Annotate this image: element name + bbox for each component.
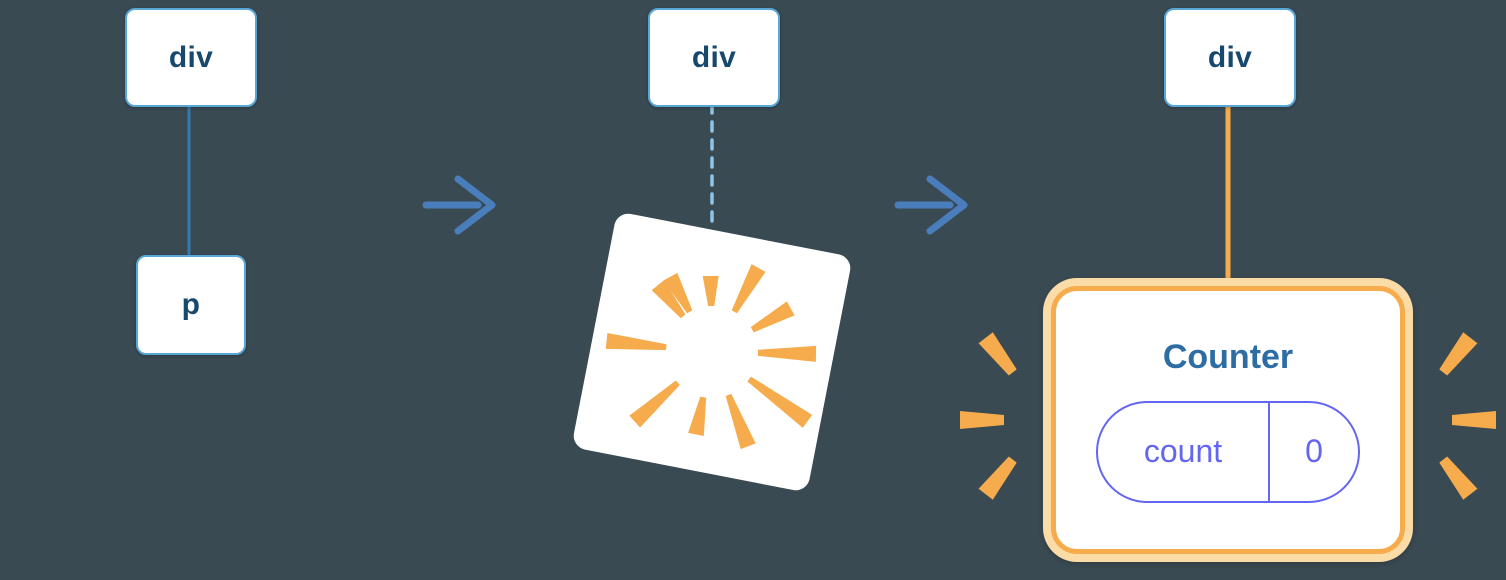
node-label: div [691, 40, 737, 74]
poof-burst-icon [605, 264, 817, 450]
arrow-right-icon [894, 175, 968, 235]
state-pill: count 0 [1096, 400, 1360, 503]
node-label: div [1207, 40, 1253, 74]
poof-destroyed-node-icon [573, 213, 851, 491]
node-div-after: div [1164, 8, 1296, 107]
state-key-label: count [1098, 402, 1270, 501]
node-label: div [168, 40, 214, 74]
node-div-during: div [648, 8, 780, 107]
node-label: p [181, 288, 201, 321]
node-div-before: div [125, 8, 257, 107]
counter-component-card-inner: Counter count 0 [1051, 286, 1405, 554]
counter-component-card: Counter count 0 [1043, 278, 1413, 562]
sparkle-right-icon [1439, 332, 1496, 500]
node-p-before: p [136, 255, 246, 355]
component-title: Counter [1162, 337, 1294, 376]
sparkle-left-icon [960, 332, 1017, 500]
state-value-label: 0 [1305, 433, 1323, 469]
arrow-right-icon [422, 175, 496, 235]
